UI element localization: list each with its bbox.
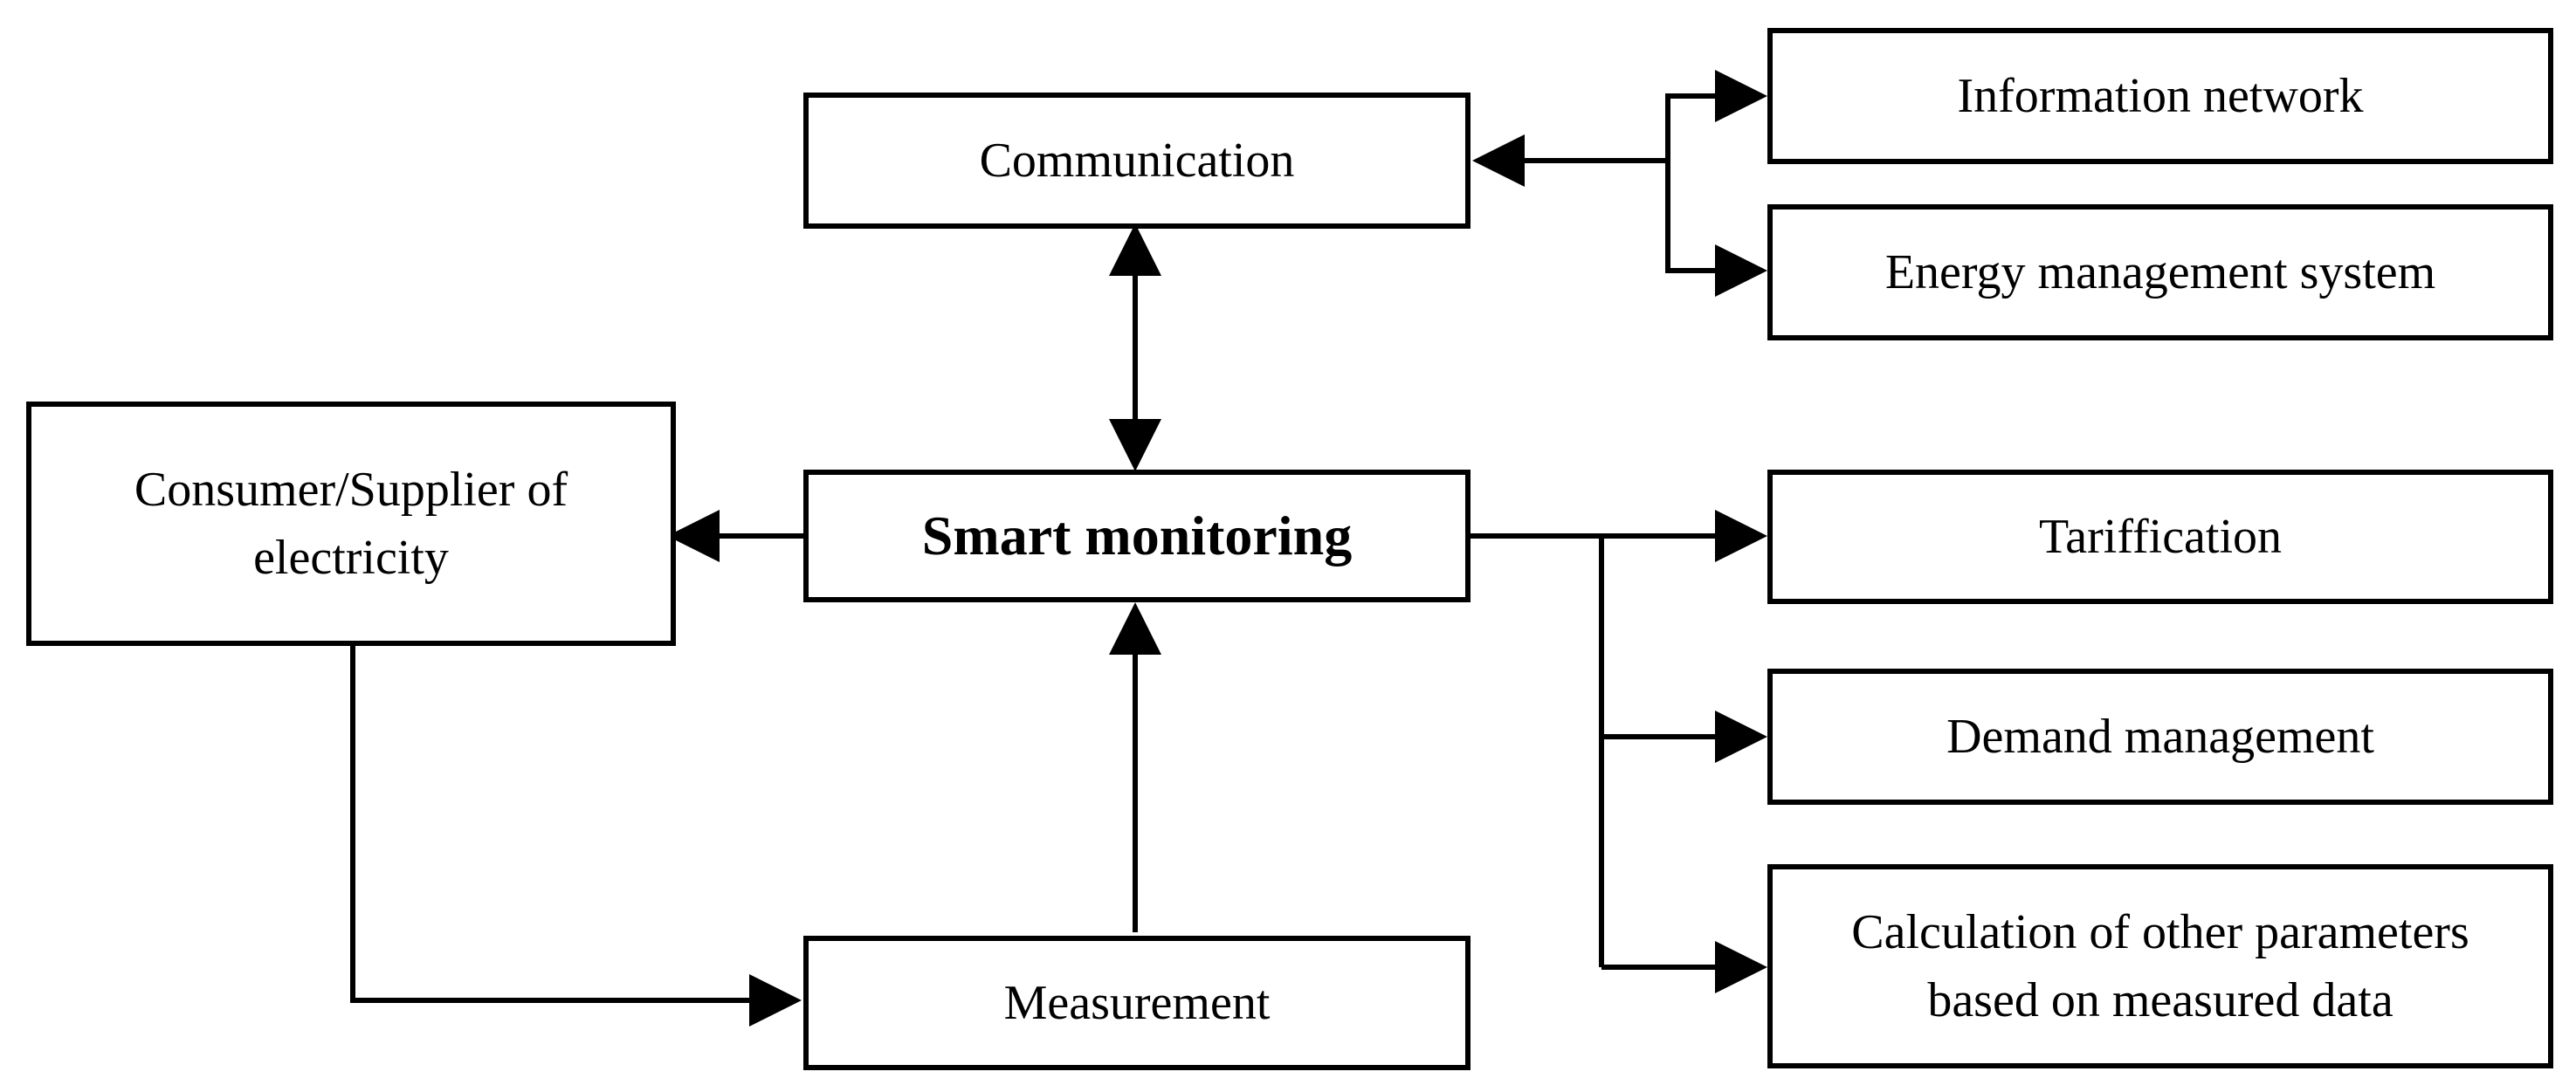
information-network-label: Information network <box>1957 68 2364 123</box>
communication-box: Communication <box>803 93 1471 229</box>
bracket-energy-management <box>1665 161 1767 297</box>
energy-management-system-box: Energy management system <box>1767 204 2553 340</box>
calculation-label: Calculation of other parameters based on… <box>1851 904 2469 1027</box>
measurement-label: Measurement <box>1003 975 1271 1030</box>
communication-label: Communication <box>979 133 1295 188</box>
smart-monitoring-label: Smart monitoring <box>921 505 1353 567</box>
information-network-box: Information network <box>1767 28 2553 164</box>
consumer-supplier-label: Consumer/Supplier of electricity <box>134 462 568 585</box>
tariffication-label: Tariffication <box>2038 509 2283 564</box>
consumer-supplier-box: Consumer/Supplier of electricity <box>26 402 676 646</box>
demand-management-label: Demand management <box>1946 709 2374 764</box>
arrow-to-measurement <box>350 646 802 1027</box>
measurement-box: Measurement <box>803 936 1471 1070</box>
energy-management-system-label: Energy management system <box>1884 244 2436 299</box>
smart-monitoring-box: Smart monitoring <box>803 470 1471 602</box>
tariffication-box: Tariffication <box>1767 470 2553 604</box>
demand-management-box: Demand management <box>1767 669 2553 805</box>
calculation-box: Calculation of other parameters based on… <box>1767 864 2553 1068</box>
bracket-information-network <box>1665 70 1767 161</box>
